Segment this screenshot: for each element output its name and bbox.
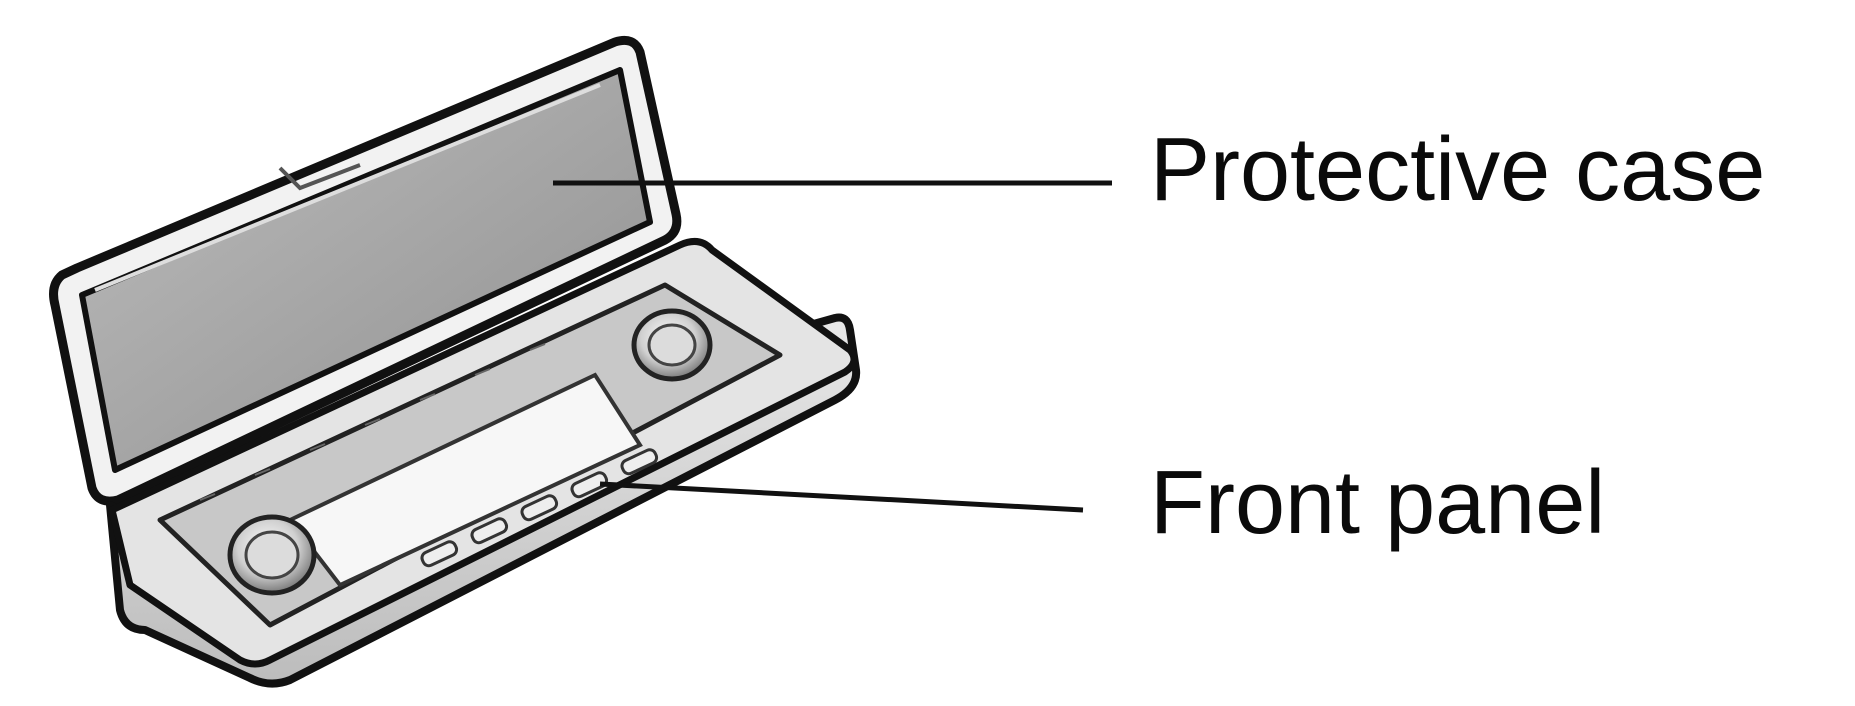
leader-line-front-panel (599, 481, 1084, 513)
case-lid (49, 35, 682, 506)
front-panel-label: Front panel (1150, 453, 1606, 553)
front-panel-illustration (157, 282, 783, 628)
protective-case-label: Protective case (1150, 120, 1766, 220)
